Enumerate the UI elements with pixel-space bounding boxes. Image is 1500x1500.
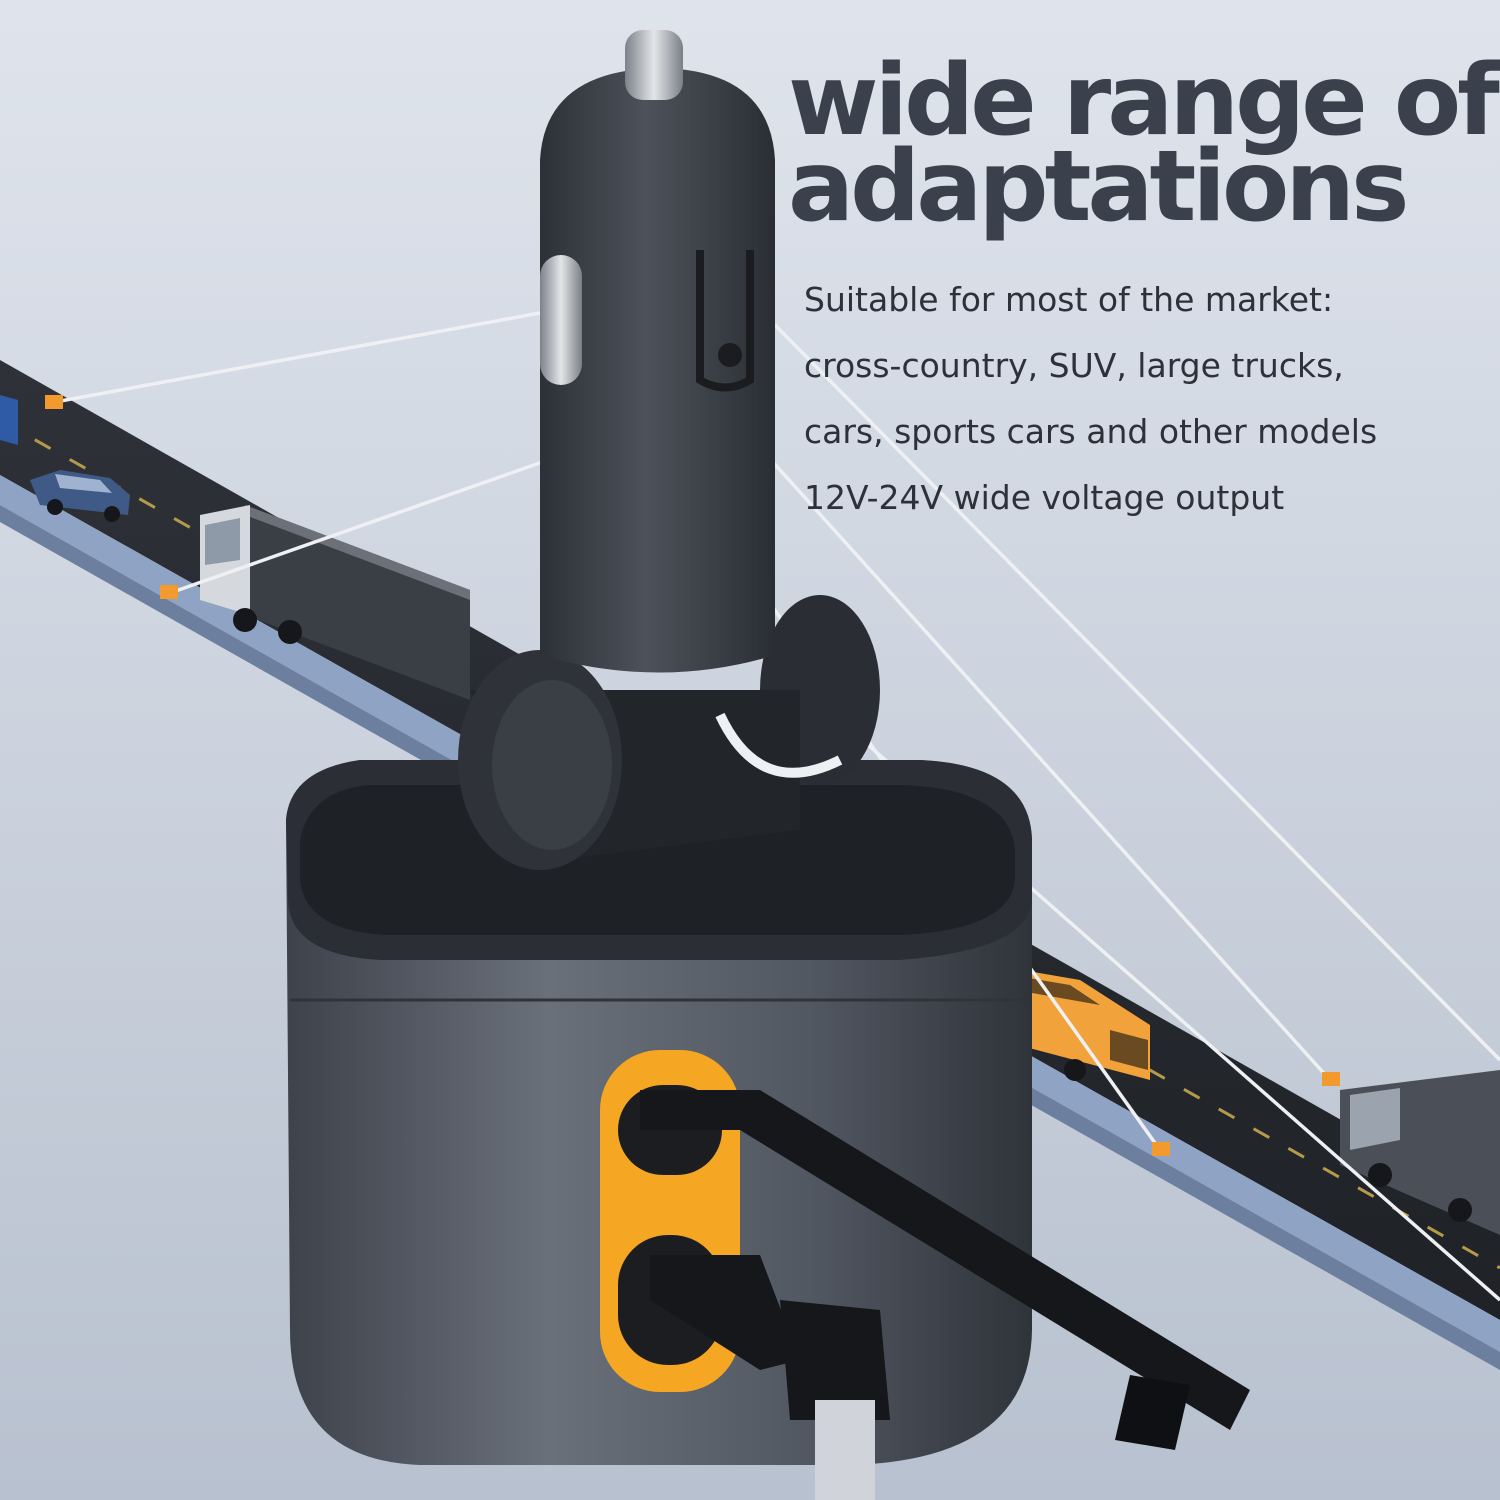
description-line: Suitable for most of the market: <box>804 280 1334 319</box>
headline-line-2: adaptations <box>788 130 1409 244</box>
headline: wide range of adaptations <box>788 44 1500 244</box>
blue-car-far-left <box>0 395 18 445</box>
lighter-plug <box>540 30 775 673</box>
blue-car-left <box>30 470 130 522</box>
usb-c-cable <box>640 1090 1250 1450</box>
cable-anchors <box>45 395 1340 1156</box>
headline-line-1: wide range of <box>788 44 1500 158</box>
description-line: cars, sports cars and other models <box>804 412 1378 451</box>
description-line: cross-country, SUV, large trucks, <box>804 346 1344 385</box>
white-truck-left <box>200 505 470 700</box>
lightning-cable <box>650 1255 890 1500</box>
description-line: 12V-24V wide voltage output <box>804 478 1285 517</box>
pivot-hinge <box>458 595 880 870</box>
grey-truck-right <box>1340 1070 1500 1235</box>
description-list: Suitable for most of the market: cross-c… <box>804 272 1377 536</box>
